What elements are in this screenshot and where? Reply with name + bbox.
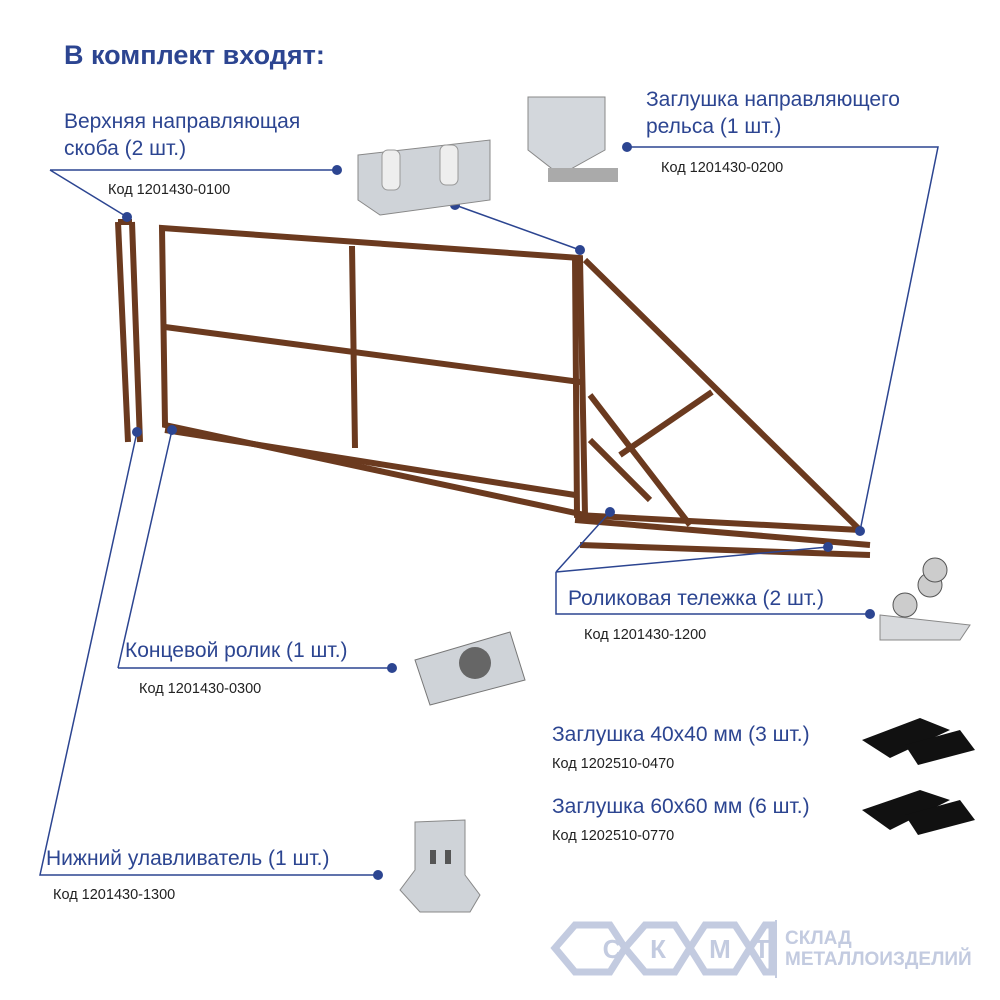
svg-text:Т: Т	[754, 934, 770, 964]
plug-40-label: Заглушка 40x40 мм (3 шт.)	[552, 723, 810, 746]
svg-text:К: К	[650, 934, 666, 964]
roller-cart-image	[879, 557, 971, 641]
plug-60-code: Код 1202510-0770	[552, 828, 675, 844]
end-roller-code: Код 1201430-0300	[139, 681, 262, 697]
roller-cart-label: Роликовая тележка (2 шт.)	[568, 587, 824, 610]
rail-plug-label: Заглушка направляющего рельса (1 шт.)	[646, 86, 900, 140]
logo-line: МЕТАЛЛОИЗДЕЛИЙ	[785, 949, 972, 970]
end-roller-image	[414, 631, 526, 706]
plug-40-code: Код 1202510-0470	[552, 756, 675, 772]
plug-60-label: Заглушка 60x60 мм (6 шт.)	[552, 795, 810, 818]
leader-dots	[122, 142, 875, 880]
label-line: Заглушка направляющего	[646, 88, 900, 111]
plug-60-image	[862, 790, 975, 835]
roller-cart-code: Код 1201430-1200	[584, 627, 707, 643]
lower-catcher-label: Нижний улавливатель (1 шт.)	[46, 847, 330, 870]
top-bracket-image	[357, 139, 491, 216]
label-line: Верхняя направляющая	[64, 110, 301, 133]
logo-line: СКЛАД	[785, 928, 852, 949]
leader-lines	[39, 146, 939, 876]
rail-plug-image	[527, 96, 618, 182]
plug-40-image	[862, 718, 975, 765]
lower-catcher-image	[399, 819, 481, 913]
logo-mark	[550, 920, 777, 978]
top-bracket-label: Верхняя направляющая скоба (2 шт.)	[64, 108, 300, 162]
rail-plug-code: Код 1201430-0200	[661, 160, 784, 176]
top-bracket-code: Код 1201430-0100	[108, 182, 231, 198]
end-roller-label: Концевой ролик (1 шт.)	[125, 639, 348, 662]
svg-text:С: С	[603, 934, 622, 964]
gate-frame	[115, 219, 871, 558]
svg-text:М: М	[709, 934, 731, 964]
label-line: скоба (2 шт.)	[64, 137, 187, 160]
page-title: В комплект входят:	[64, 40, 325, 70]
lower-catcher-code: Код 1201430-1300	[53, 887, 176, 903]
label-line: рельса (1 шт.)	[646, 115, 782, 138]
